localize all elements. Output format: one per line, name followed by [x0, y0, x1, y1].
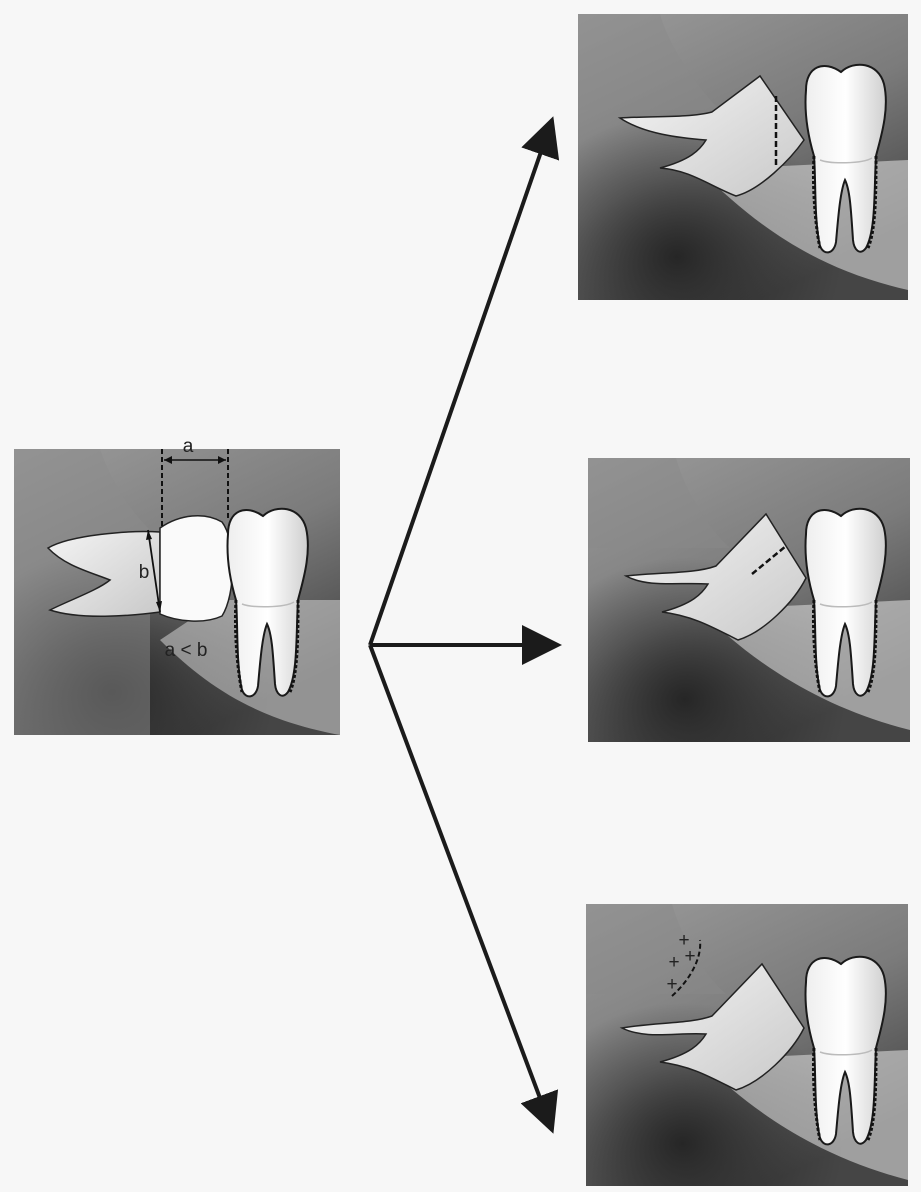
- label-b: b: [139, 562, 150, 583]
- label-a: a: [183, 436, 194, 457]
- plus-mark: +: [684, 946, 695, 967]
- plus-mark: +: [668, 952, 679, 973]
- result-panel-middle: [588, 458, 910, 742]
- arrow-to-top: [370, 120, 552, 645]
- result-panel-bottom: + + + +: [586, 904, 908, 1186]
- arrow-to-bottom: [370, 645, 552, 1130]
- arrows: [370, 120, 558, 1130]
- source-panel: a b a < b: [14, 436, 340, 735]
- plus-mark: +: [666, 974, 677, 995]
- result-panel-top: [578, 14, 908, 300]
- label-relation: a < b: [165, 640, 208, 661]
